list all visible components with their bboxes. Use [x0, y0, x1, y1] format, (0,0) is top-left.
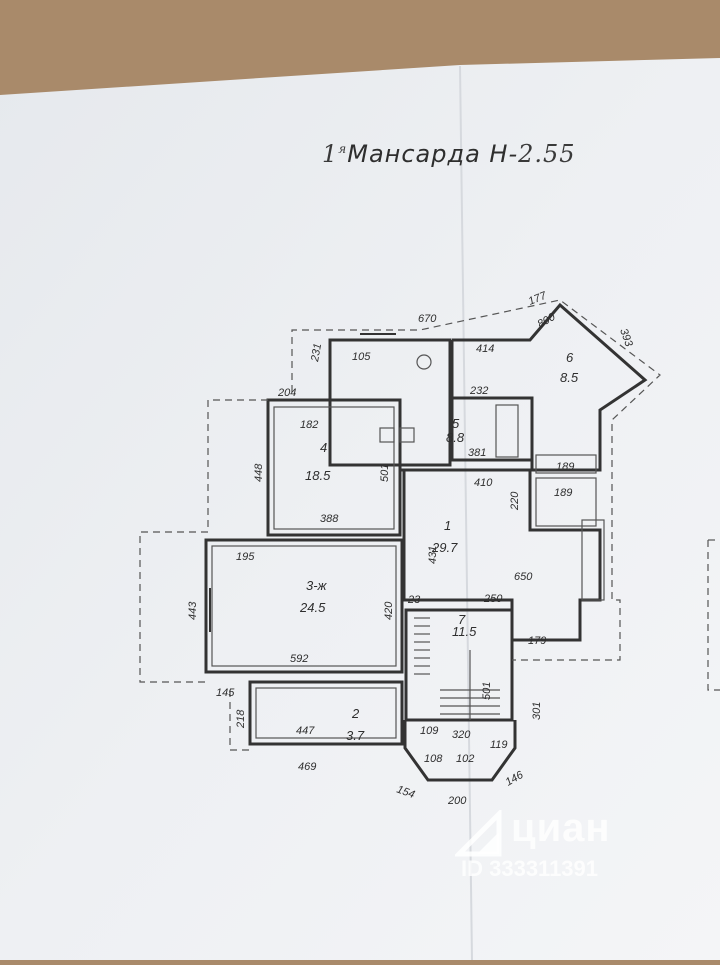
cian-logo-icon: [455, 810, 502, 857]
dim-label: 189: [556, 461, 574, 473]
dim-label: 592: [290, 653, 308, 665]
dim-label: 109: [420, 725, 438, 737]
title-prefix: 1: [322, 140, 339, 168]
watermark-brand: циан: [511, 806, 611, 850]
dim-label: 650: [514, 571, 533, 583]
dim-label: 23: [407, 594, 421, 606]
dim-label: 182: [300, 419, 318, 431]
dim-label: 250: [483, 593, 503, 605]
room-3-number: 3-ж: [306, 578, 328, 593]
watermark-id: ID 333311391: [461, 856, 599, 881]
dim-label: 200: [447, 795, 467, 807]
dim-label: 179: [528, 635, 546, 647]
dim-label: 119: [490, 739, 508, 751]
room-5-number: 5: [452, 416, 460, 431]
roof-outline: [139, 299, 720, 751]
dim-label: 204: [277, 387, 296, 399]
dim-label: 189: [554, 487, 572, 499]
window-marks: [205, 333, 396, 632]
room-4-area: 18.5: [305, 468, 331, 483]
dim-label: 448: [253, 463, 265, 482]
title-main: Мансарда Н-: [347, 140, 519, 168]
room-7-number: 7: [458, 612, 466, 627]
dim-label: 231: [309, 342, 324, 363]
room-1-number: 1: [444, 518, 451, 533]
room-3-area: 24.5: [299, 600, 326, 615]
dim-label: 410: [474, 477, 493, 489]
dim-label: 195: [236, 551, 255, 563]
dim-label: 102: [456, 753, 474, 765]
dim-label: 320: [452, 729, 471, 741]
dim-label: 220: [509, 491, 521, 511]
room-2-area: 3.7: [346, 728, 365, 743]
room-4-number: 4: [320, 440, 327, 455]
room-5-area: 8.8: [446, 430, 465, 445]
dim-label: 381: [468, 447, 486, 459]
room-6-number: 6: [566, 350, 574, 365]
room-labels: 4 18.5 1 29.7 3-ж 24.5 2 3.7 5 8.8 6 8.5…: [299, 350, 579, 743]
dim-label: 443: [187, 601, 199, 620]
dim-label: 108: [424, 753, 443, 765]
room-7-area: 11.5: [452, 624, 477, 639]
dim-label: 447: [296, 725, 315, 737]
cian-watermark: циан ID 333311391: [455, 806, 655, 896]
room-6-area: 8.5: [560, 370, 579, 385]
title-height: 2.55: [518, 140, 576, 168]
dim-label: 388: [320, 513, 339, 525]
dim-label: 414: [476, 343, 494, 355]
dimension-labels: 670 177 800 393 231 105 204 182 448 388 …: [187, 289, 635, 807]
plan-title: 1яМансарда Н-2.55: [322, 140, 576, 168]
dim-label: 105: [352, 351, 371, 363]
room-1-area: 29.7: [431, 540, 458, 555]
dim-label: 301: [531, 702, 543, 720]
dim-label: 501: [481, 682, 493, 700]
dim-label: 145: [216, 687, 235, 699]
dim-label: 218: [235, 709, 247, 729]
dim-label: 469: [298, 761, 316, 773]
paper-fold: [459, 65, 473, 961]
dim-label: 420: [383, 601, 395, 620]
plan-walls: [204, 302, 648, 782]
plan-details: [211, 354, 605, 739]
dim-label: 431: [427, 546, 439, 564]
dim-label: 501: [379, 464, 391, 482]
dim-label: 232: [469, 385, 488, 397]
dim-label: 154: [395, 784, 416, 802]
room-2-number: 2: [351, 706, 360, 721]
paper-sheet: [0, 58, 720, 960]
title-prefix-suffix: я: [338, 142, 348, 156]
dim-label: 670: [418, 313, 437, 325]
